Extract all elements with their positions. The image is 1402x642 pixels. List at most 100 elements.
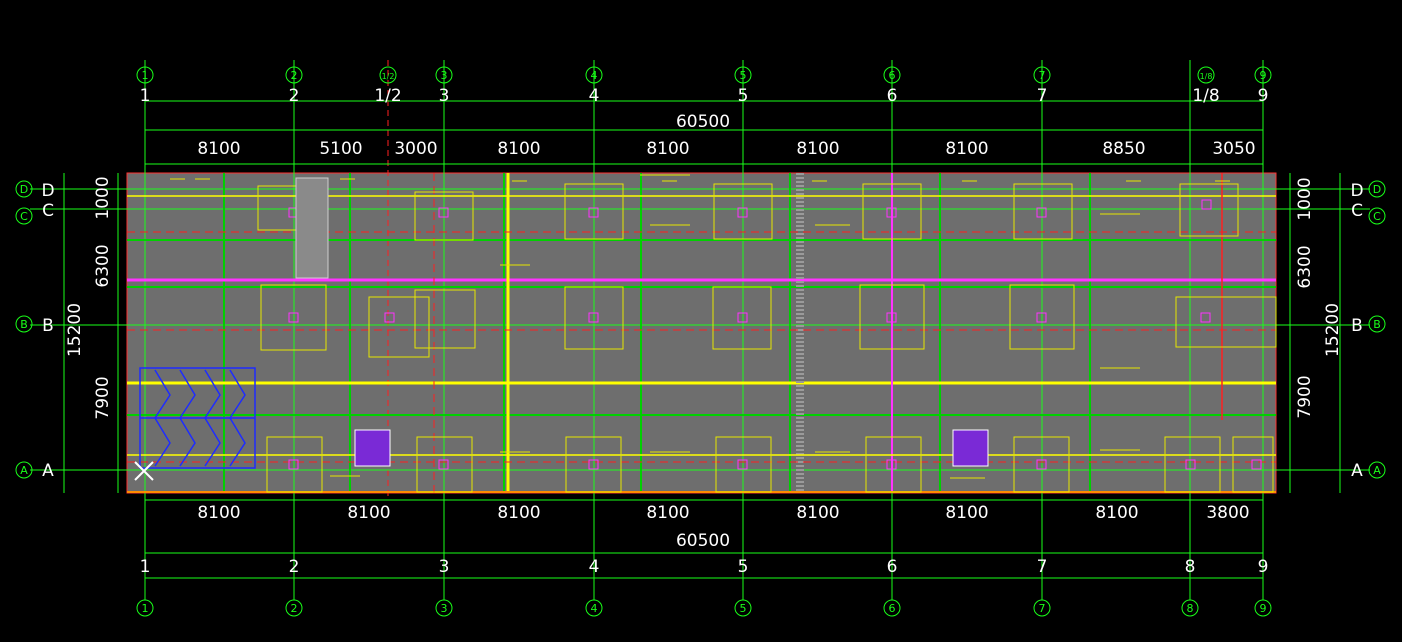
top-span-5: 8100 [646,139,689,159]
bottom-bubble-1: 1 [142,602,149,615]
top-span-3: 3000 [394,139,437,159]
top-bubble-9: 9 [1260,69,1267,82]
top-span-6: 8100 [796,139,839,159]
bottom-bubble-8: 8 [1187,602,1194,615]
top-span-2: 5100 [319,139,362,159]
left-row-bubble-labels: D C B A [20,183,28,477]
top-axis-label-1-2: 1/2 [374,86,401,106]
bottom-axis-label-8: 8 [1185,557,1196,577]
top-span-dimensions: 8100 5100 3000 8100 8100 8100 8100 8850 … [197,139,1255,159]
bottom-axis-label-3: 3 [439,557,450,577]
right-row-label-c: C [1351,201,1363,221]
bottom-axis-bubble-labels: 1 2 3 4 5 6 7 8 9 [142,602,1267,615]
right-span-6300: 6300 [1295,245,1315,288]
walls [127,173,1276,493]
right-bubble-a: A [1373,464,1381,477]
top-bubble-1: 1 [142,69,149,82]
top-bubble-7: 7 [1039,69,1046,82]
right-row-label-a: A [1351,461,1363,481]
hatched-pit-left [354,429,391,467]
right-bubble-b: B [1373,318,1381,331]
right-total-dimension: 15200 [1323,303,1343,357]
right-row-labels: D C B A [1350,181,1363,481]
top-bubble-3: 3 [441,69,448,82]
top-bubble-1-8: 1/8 [1200,72,1213,81]
bottom-span-3: 8100 [497,503,540,523]
top-axis-labels: 1 2 1/2 3 4 5 6 7 1/8 9 [140,86,1269,106]
top-axis-label-5: 5 [738,86,749,106]
bottom-total-dimension: 60500 [676,531,730,551]
left-bubble-b: B [20,318,28,331]
left-total-dimension: 15200 [65,303,85,357]
left-row-labels: D C B A [41,181,54,481]
right-row-label-d: D [1350,181,1363,201]
left-row-label-a: A [42,461,54,481]
column-pads [257,183,1277,493]
bottom-span-1: 8100 [197,503,240,523]
top-span-8: 8850 [1102,139,1145,159]
bottom-axis-bubbles [136,599,1272,617]
tiny-annotations [170,174,1230,479]
shaft-opening [295,177,329,279]
top-total-dimension: 60500 [676,112,730,132]
bottom-axis-label-2: 2 [289,557,300,577]
bottom-span-5: 8100 [796,503,839,523]
top-axis-bubbles [136,66,1272,84]
top-bubble-5: 5 [740,69,747,82]
left-row-label-d: D [41,181,54,201]
top-axis-label-2: 2 [289,86,300,106]
bottom-span-8: 3800 [1206,503,1249,523]
bottom-span-dimensions: 8100 8100 8100 8100 8100 8100 8100 3800 [197,503,1249,523]
top-span-4: 8100 [497,139,540,159]
bottom-bubble-2: 2 [291,602,298,615]
right-row-label-b: B [1351,316,1363,336]
right-span-1000: 1000 [1295,177,1315,220]
top-axis-label-3: 3 [439,86,450,106]
top-axis-bubble-labels: 1 2 1/2 3 4 5 6 7 1/8 9 [142,69,1267,82]
left-span-7900: 7900 [93,376,113,419]
top-axis-label-9: 9 [1258,86,1269,106]
top-axis-label-1-8: 1/8 [1192,86,1219,106]
hatched-pit-right [952,429,989,467]
top-bubble-1-2: 1/2 [382,72,395,81]
bottom-axis-label-9: 9 [1258,557,1269,577]
top-span-7: 8100 [945,139,988,159]
columns [288,199,1262,470]
bottom-axis-label-5: 5 [738,557,749,577]
bottom-axis-label-6: 6 [887,557,898,577]
right-bubble-d: D [1373,183,1381,196]
left-row-label-c: C [42,201,54,221]
top-bubble-4: 4 [591,69,598,82]
right-bubble-c: C [1373,210,1381,223]
bottom-span-2: 8100 [347,503,390,523]
bottom-bubble-9: 9 [1260,602,1267,615]
bottom-axis-label-7: 7 [1037,557,1048,577]
bottom-axis-label-1: 1 [140,557,151,577]
bottom-bubble-7: 7 [1039,602,1046,615]
left-span-1000: 1000 [93,176,113,219]
top-bubble-6: 6 [889,69,896,82]
stair-cross-marker [134,461,154,481]
left-row-bubbles [15,180,33,479]
top-axis-label-4: 4 [589,86,600,106]
top-axis-label-1: 1 [140,86,151,106]
left-bubble-a: A [20,464,28,477]
bottom-span-4: 8100 [646,503,689,523]
bottom-axis-label-4: 4 [589,557,600,577]
left-bubble-c: C [20,210,28,223]
bottom-bubble-3: 3 [441,602,448,615]
bottom-bubble-5: 5 [740,602,747,615]
stair [139,367,256,469]
bottom-span-6: 8100 [945,503,988,523]
left-bubble-d: D [20,183,28,196]
bottom-span-7: 8100 [1095,503,1138,523]
left-row-label-b: B [42,316,54,336]
top-axis-label-7: 7 [1037,86,1048,106]
bottom-bubble-6: 6 [889,602,896,615]
top-span-1: 8100 [197,139,240,159]
top-axis-label-6: 6 [887,86,898,106]
bottom-axis-labels: 1 2 3 4 5 6 7 8 9 [140,557,1269,577]
right-span-7900: 7900 [1295,375,1315,418]
top-span-9: 3050 [1212,139,1255,159]
